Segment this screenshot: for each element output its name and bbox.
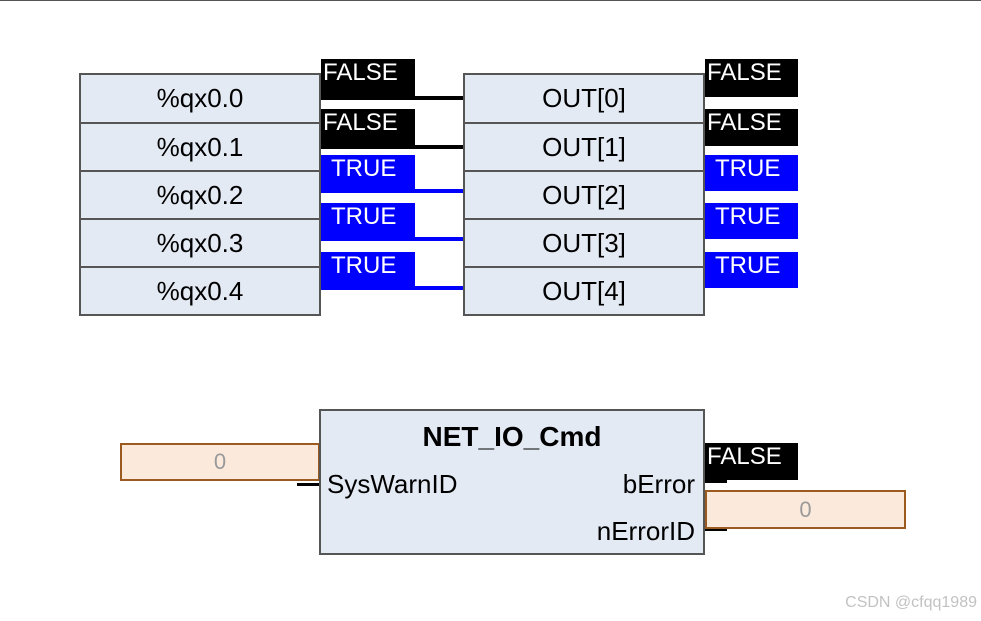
output-pin-berror: bError: [622, 469, 695, 499]
input-value-tag-3: TRUE: [321, 203, 415, 239]
output-var-label: OUT[0]: [542, 83, 626, 113]
output-var-out-0[interactable]: OUT[0]: [463, 73, 705, 124]
nerrorid-pin-stub: [705, 528, 727, 531]
input-var-label: %qx0.3: [156, 227, 244, 258]
input-value-tag-1: FALSE: [321, 109, 415, 146]
input-pin-syswarnid: SysWarnID: [327, 469, 458, 499]
output-value-tag-3: TRUE: [705, 203, 798, 239]
input-value-tag-0: FALSE: [321, 59, 415, 97]
output-value-tag-0: FALSE: [705, 59, 798, 97]
watermark: CSDN @cfqq1989: [845, 594, 977, 611]
wire-2: [321, 189, 463, 193]
output-value-tag-2: TRUE: [705, 155, 798, 191]
berror-pin-stub: [705, 480, 727, 483]
output-var-out-3[interactable]: OUT[3]: [463, 218, 705, 268]
syswarnid-input-field[interactable]: 0: [120, 443, 320, 481]
input-var-label: %qx0.0: [156, 83, 244, 113]
output-var-out-1[interactable]: OUT[1]: [463, 122, 705, 172]
output-var-out-2[interactable]: OUT[2]: [463, 170, 705, 220]
nerrorid-output-field[interactable]: 0: [705, 490, 906, 529]
wire-0: [321, 96, 463, 100]
wire-4: [321, 286, 463, 290]
input-var-label: %qx0.2: [156, 179, 244, 210]
input-var-label: %qx0.4: [156, 275, 244, 306]
output-var-label: OUT[3]: [542, 227, 626, 258]
wire-1: [321, 145, 463, 149]
output-value-tag-4: TRUE: [705, 252, 798, 288]
function-block-net-io-cmd[interactable]: NET_IO_Cmd SysWarnID bError nErrorID: [319, 409, 705, 555]
berror-value-tag: FALSE: [705, 443, 798, 480]
input-var-qx0-3[interactable]: %qx0.3: [79, 218, 321, 268]
output-var-label: OUT[1]: [542, 131, 626, 162]
output-var-label: OUT[2]: [542, 179, 626, 210]
wire-3: [321, 237, 463, 241]
output-var-label: OUT[4]: [542, 275, 626, 306]
input-var-qx0-0[interactable]: %qx0.0: [79, 73, 321, 124]
input-value-tag-2: TRUE: [321, 155, 415, 191]
input-var-qx0-1[interactable]: %qx0.1: [79, 122, 321, 172]
top-border-line: [0, 0, 981, 1]
output-pin-nerrorid: nErrorID: [596, 516, 695, 546]
input-var-label: %qx0.1: [156, 131, 244, 162]
syswarnid-pin-stub: [297, 483, 319, 486]
input-var-qx0-4[interactable]: %qx0.4: [79, 266, 321, 316]
input-value-tag-4: TRUE: [321, 252, 415, 288]
input-var-qx0-2[interactable]: %qx0.2: [79, 170, 321, 220]
output-value-tag-1: FALSE: [705, 109, 798, 146]
output-var-out-4[interactable]: OUT[4]: [463, 266, 705, 316]
function-block-title: NET_IO_Cmd: [422, 421, 602, 452]
